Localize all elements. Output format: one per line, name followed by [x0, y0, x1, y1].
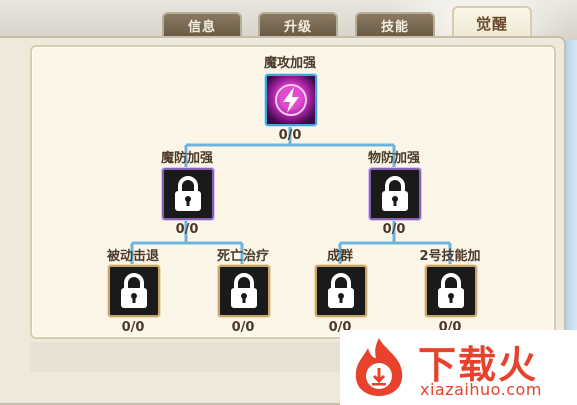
padlock-icon — [162, 168, 214, 220]
watermark-title: 下载火 — [418, 343, 539, 387]
watermark: 下载火 xiazaihuo.com — [340, 330, 577, 405]
skill-name: 被动击退 — [106, 249, 159, 264]
skill-name: 物防加强 — [367, 151, 420, 166]
skill-level: 0/0 — [175, 222, 199, 237]
skill-name: 成群 — [326, 249, 353, 264]
skill-level: 0/0 — [278, 128, 302, 143]
padlock-icon — [108, 265, 160, 317]
tab-info[interactable]: 信息 — [162, 12, 242, 36]
watermark-url: xiazaihuo.com — [420, 380, 542, 399]
skill-name: 魔防加强 — [160, 151, 213, 166]
skill-level: 0/0 — [382, 222, 406, 237]
right-edge — [566, 40, 577, 405]
skill-level: 0/0 — [121, 320, 145, 335]
padlock-icon — [369, 168, 421, 220]
skill-name: 死亡治疗 — [216, 249, 269, 264]
padlock-icon — [315, 265, 367, 317]
tab-skills[interactable]: 技能 — [355, 12, 435, 36]
skill-name: 2号技能加 — [419, 249, 481, 264]
lightning-orb-icon[interactable] — [265, 74, 317, 126]
tab-upgrade[interactable]: 升级 — [258, 12, 338, 36]
skill-name: 魔攻加强 — [263, 56, 316, 71]
skill-level: 0/0 — [231, 320, 255, 335]
flame-logo-icon — [355, 338, 403, 396]
padlock-icon — [218, 265, 270, 317]
tab-awaken[interactable]: 觉醒 — [452, 6, 532, 38]
padlock-icon — [425, 265, 477, 317]
